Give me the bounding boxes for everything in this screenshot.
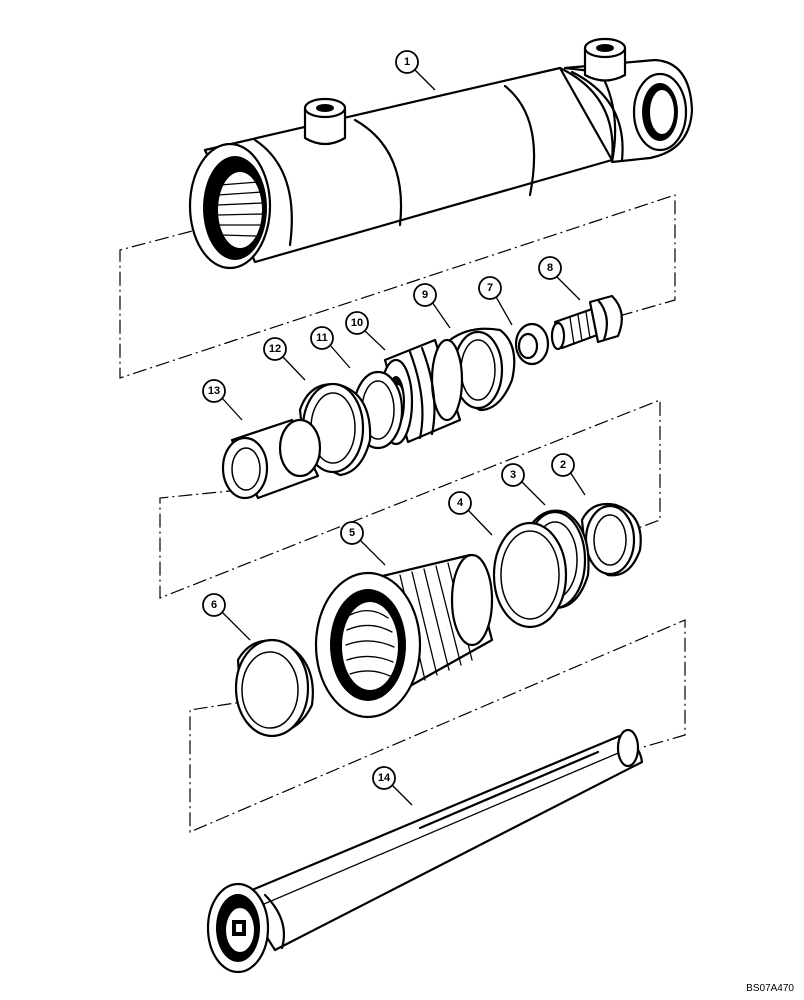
callout-13: 13: [202, 379, 226, 403]
part-backup-ring: [492, 521, 568, 629]
part-cylinder-barrel: [188, 37, 694, 270]
callout-5: 5: [340, 521, 364, 545]
callout-2-label: 2: [560, 459, 566, 471]
callout-9: 9: [413, 283, 437, 307]
part-piston-rod: [206, 728, 644, 974]
part-bolt: [550, 294, 623, 351]
callout-14: 14: [372, 766, 396, 790]
callout-2: 2: [551, 453, 575, 477]
callout-10-label: 10: [351, 317, 363, 329]
assembly-dashed-lines: [119, 194, 686, 833]
callout-6: 6: [202, 593, 226, 617]
part-wiper: [580, 502, 642, 577]
callout-11: 11: [310, 326, 334, 350]
callout-leaders: [221, 69, 586, 806]
part-rod-wiper: [234, 638, 314, 738]
callout-3: 3: [501, 463, 525, 487]
callout-4: 4: [448, 491, 472, 515]
callout-1-label: 1: [404, 56, 410, 68]
callout-8: 8: [538, 256, 562, 280]
callout-12: 12: [263, 337, 287, 361]
part-spacer: [221, 418, 322, 500]
callout-13-label: 13: [208, 385, 220, 397]
callout-14-label: 14: [378, 772, 391, 784]
callout-6-label: 6: [211, 599, 217, 611]
part-gland: [314, 553, 494, 719]
callout-1: 1: [395, 50, 419, 74]
callout-7: 7: [478, 276, 502, 300]
part-washer: [514, 322, 550, 366]
callout-5-label: 5: [349, 527, 355, 539]
callout-9-label: 9: [422, 289, 428, 301]
callout-7-label: 7: [487, 282, 493, 294]
callout-3-label: 3: [510, 469, 516, 481]
callout-8-label: 8: [547, 262, 553, 274]
part-wear-ring: [448, 327, 516, 412]
drawing-reference-code: BS07A470: [746, 983, 794, 994]
callout-11-label: 11: [316, 332, 328, 344]
callout-4-label: 4: [457, 497, 464, 509]
callout-12-label: 12: [269, 343, 281, 355]
callout-10: 10: [345, 311, 369, 335]
